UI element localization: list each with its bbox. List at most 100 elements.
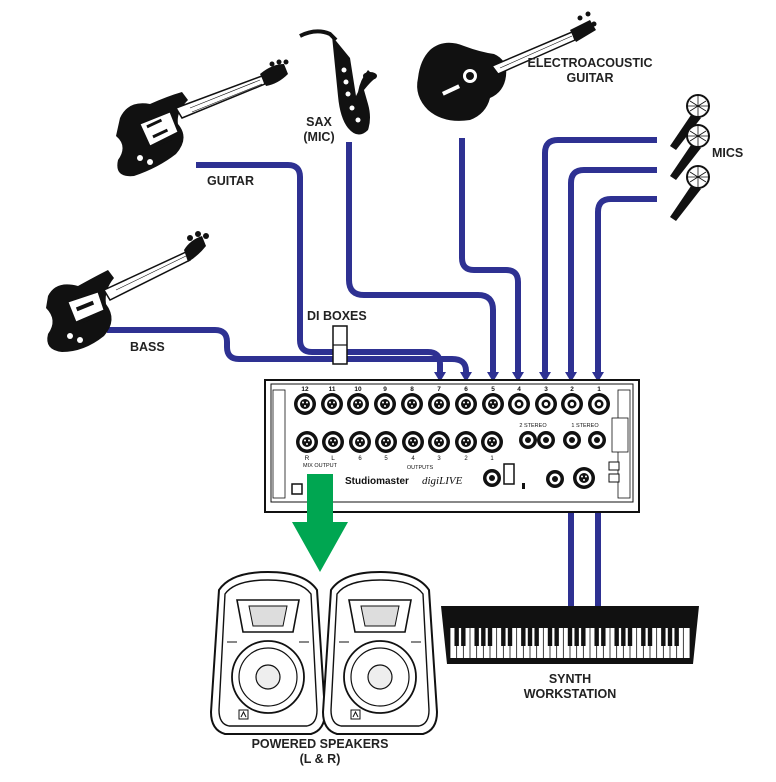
cable-bass <box>107 327 469 372</box>
black-key <box>581 628 586 646</box>
acoustic-guitar-icon <box>417 11 597 121</box>
label-synth-sub: WORKSTATION <box>523 687 617 701</box>
black-key <box>667 628 673 646</box>
black-key <box>574 628 579 646</box>
black-key <box>554 628 559 646</box>
input-number: 5 <box>491 386 495 393</box>
input-number: 12 <box>301 386 309 393</box>
input-number: 3 <box>544 386 548 393</box>
cable-electroacoustic <box>459 138 521 372</box>
input-number: 7 <box>437 386 441 393</box>
mixer-brand: Studiomaster <box>345 476 409 487</box>
powered-speaker-icon <box>210 571 326 735</box>
input-socket <box>428 393 450 415</box>
black-key <box>507 628 513 646</box>
output-socket <box>349 431 371 453</box>
label-electroacoustic: ELECTROACOUSTIC GUITAR <box>520 56 660 86</box>
black-key <box>487 628 493 646</box>
cable-guitar <box>196 162 443 372</box>
black-key <box>521 628 526 646</box>
label-di-boxes: DI BOXES <box>307 309 367 323</box>
label-sax: SAX (MIC) <box>297 115 341 145</box>
label-guitar: GUITAR <box>207 174 254 188</box>
mixer-output-row: 6 5 4 3 2 1 <box>296 431 503 462</box>
cable-sax <box>346 142 496 372</box>
input-socket <box>588 393 610 415</box>
mixer-jack-group <box>291 417 629 495</box>
powered-speaker-icon <box>322 571 438 735</box>
cables <box>107 137 657 608</box>
black-key <box>674 628 679 646</box>
black-key <box>501 628 506 646</box>
black-key <box>481 628 486 646</box>
cable-mic-3 <box>595 196 657 372</box>
input-socket <box>294 393 316 415</box>
input-number: 9 <box>383 386 387 393</box>
input-socket <box>374 393 396 415</box>
input-socket <box>561 393 583 415</box>
output-number: 1 <box>490 456 494 462</box>
input-number: 10 <box>354 386 362 393</box>
black-key <box>547 628 553 646</box>
black-key <box>527 628 533 646</box>
output-number: 2 <box>464 456 468 462</box>
output-socket <box>402 431 424 453</box>
black-key <box>641 628 646 646</box>
output-socket <box>455 431 477 453</box>
label-sax-sub: (MIC) <box>303 130 335 144</box>
black-key <box>647 628 653 646</box>
input-socket <box>347 393 369 415</box>
input-number: 8 <box>410 386 414 393</box>
output-number: 3 <box>437 456 441 462</box>
mixer-mix-output-label: MIX OUTPUT <box>303 463 338 469</box>
synth-keyboard-icon <box>441 606 699 664</box>
input-socket <box>482 393 504 415</box>
input-number: 4 <box>517 386 521 393</box>
saxophone-icon <box>299 29 377 135</box>
label-electroacoustic-name: ELECTROACOUSTIC <box>527 56 653 70</box>
input-number: 1 <box>597 386 601 393</box>
cable-mic-2 <box>568 167 657 372</box>
mixer-mix-l: L <box>331 455 335 462</box>
black-key <box>621 628 626 646</box>
output-number: 4 <box>411 456 415 462</box>
mixer-stereo-2: 2 STEREO <box>519 423 547 429</box>
input-socket <box>455 393 477 415</box>
mixer-stereo-1: 1 STEREO <box>571 423 599 429</box>
output-socket <box>375 431 397 453</box>
label-bass: BASS <box>130 340 165 354</box>
black-key <box>534 628 539 646</box>
cable-mic-1 <box>542 137 657 372</box>
mixer-model: digiLIVE <box>422 475 463 487</box>
label-electroacoustic-sub: GUITAR <box>566 71 614 85</box>
output-number: 5 <box>384 456 388 462</box>
label-speakers-name: POWERED SPEAKERS <box>251 737 389 751</box>
input-number: 6 <box>464 386 468 393</box>
label-mics: MICS <box>712 146 744 160</box>
output-socket <box>481 431 503 453</box>
input-socket <box>321 393 343 415</box>
mixer-mix-r: R <box>305 455 310 462</box>
black-key <box>461 628 466 646</box>
black-key <box>601 628 606 646</box>
di-box-icon <box>332 325 348 365</box>
input-socket <box>535 393 557 415</box>
output-number: 6 <box>358 456 362 462</box>
black-key <box>474 628 479 646</box>
input-socket <box>401 393 423 415</box>
black-key <box>454 628 459 646</box>
electric-guitar-icon <box>116 59 289 177</box>
black-key <box>627 628 633 646</box>
black-key <box>661 628 666 646</box>
label-synth-name: SYNTH <box>548 672 592 686</box>
output-socket <box>428 431 450 453</box>
black-key <box>567 628 573 646</box>
label-synth: SYNTH WORKSTATION <box>510 672 630 702</box>
black-key <box>594 628 599 646</box>
black-key <box>614 628 619 646</box>
label-sax-name: SAX <box>306 115 332 129</box>
label-speakers-sub: (L & R) <box>299 752 341 766</box>
output-socket <box>322 431 344 453</box>
input-number: 2 <box>570 386 574 393</box>
